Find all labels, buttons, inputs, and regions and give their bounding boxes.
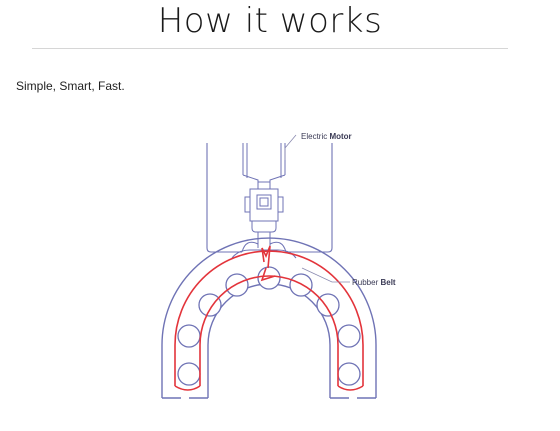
roller [177,362,201,386]
roller [337,362,361,386]
leader-lines [284,134,350,283]
roller [337,324,361,348]
rubber-belt [174,245,364,391]
page-title: How it works [157,1,383,41]
tagline: Simple, Smart, Fast. [16,79,125,93]
roller [225,273,249,297]
rubber-belt-label: Rubber Belt [352,278,396,287]
electric-motor-label: Electric Motor [301,132,352,141]
roller [198,293,222,317]
roller [316,293,340,317]
roller [289,273,313,297]
shaft-assembly [241,143,287,253]
roller [177,324,201,348]
rollers [177,266,361,386]
motor-housing [206,143,333,253]
title-divider [32,48,508,49]
